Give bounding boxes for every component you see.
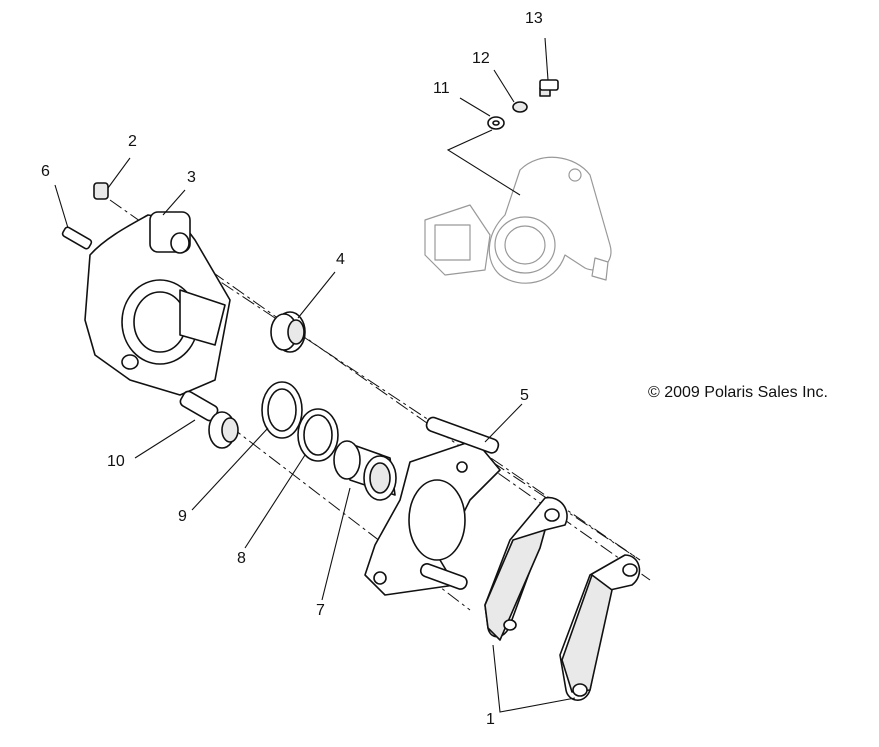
part-1-brake-pads: [484, 496, 641, 701]
callout-9: 9: [178, 508, 187, 525]
leader-5: [484, 403, 523, 443]
leader-8: [244, 454, 306, 549]
leader-4: [297, 271, 336, 319]
part-8-dust-seal: [297, 408, 339, 462]
leader-12: [493, 69, 515, 103]
leader-6: [54, 184, 69, 229]
callout-12: 12: [472, 50, 490, 67]
callout-1: 1: [486, 711, 495, 728]
callout-8: 8: [237, 550, 246, 567]
leader-1: [492, 644, 576, 713]
callout-6: 6: [41, 163, 50, 180]
leader-11-to-inset: [446, 129, 521, 196]
copyright-notice: © 2009 Polaris Sales Inc.: [648, 384, 828, 401]
leader-7: [321, 487, 351, 601]
callout-2: 2: [128, 133, 137, 150]
leader-13: [544, 37, 549, 81]
leader-9: [191, 427, 269, 511]
part-5-bracket: [364, 416, 501, 596]
part-12-nut: [512, 101, 528, 113]
callout-4: 4: [336, 251, 345, 268]
callout-3: 3: [187, 169, 196, 186]
part-3-caliper-body: [84, 211, 231, 396]
callout-11: 11: [433, 80, 450, 97]
part-13-bolt: [539, 79, 559, 97]
callout-5: 5: [520, 387, 529, 404]
part-9-seal: [261, 381, 303, 439]
part-7-piston: [333, 440, 397, 501]
leader-2: [107, 157, 131, 189]
callout-10: 10: [107, 453, 125, 470]
part-6-bleeder-screw: [61, 226, 93, 250]
leader-lines: [54, 37, 576, 713]
leader-11: [459, 97, 491, 117]
callout-7: 7: [316, 602, 325, 619]
leader-3: [162, 189, 186, 216]
part-4-boot: [270, 311, 306, 353]
mounted-assembly-inset: [424, 156, 612, 284]
part-2-cap: [93, 182, 109, 200]
part-11-washer: [487, 116, 505, 130]
leader-10: [134, 419, 196, 459]
callout-13: 13: [525, 10, 543, 27]
part-10-slide-pin: [179, 390, 239, 449]
